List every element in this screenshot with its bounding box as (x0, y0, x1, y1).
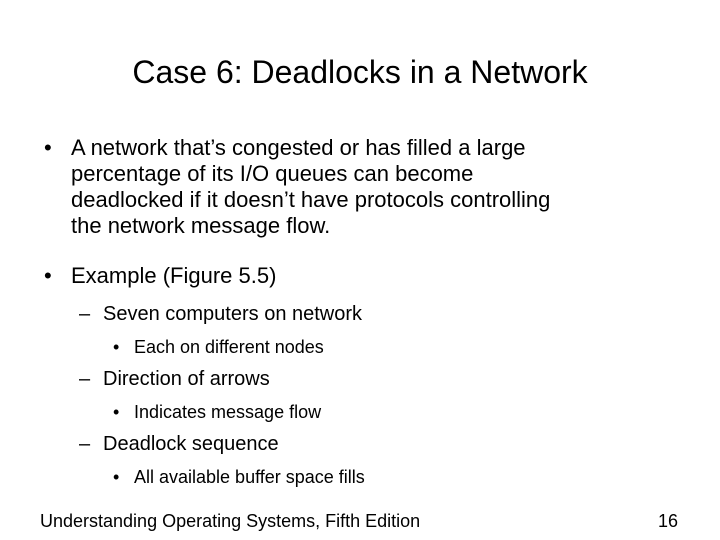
slide-title: Case 6: Deadlocks in a Network (132, 54, 588, 90)
bullet-marker: • (44, 263, 52, 288)
bullet-line: Example (Figure 5.5) (71, 263, 277, 288)
sub-bullet-dash: – (79, 368, 91, 390)
sub-bullet-deadlock-sequence: Deadlock sequence (103, 433, 279, 455)
detail-buffer-space: All available buffer space fills (134, 467, 365, 487)
bullet-marker: • (44, 135, 52, 160)
sub-sub-bullet-marker: • (113, 467, 120, 487)
sub-bullet-direction-arrows: Direction of arrows (103, 368, 270, 390)
bullet-line: percentage of its I/O queues can become (71, 161, 474, 186)
bullet-network-congestion: A network that’s congested or has filled… (71, 135, 671, 239)
sub-sub-bullet-marker: • (113, 402, 120, 422)
sub-sub-bullet-marker: • (113, 337, 120, 357)
bullet-line: deadlocked if it doesn’t have protocols … (71, 187, 551, 212)
detail-different-nodes: Each on different nodes (134, 337, 324, 357)
detail-message-flow: Indicates message flow (134, 402, 322, 422)
bullet-line: the network message flow. (71, 213, 331, 238)
footer-book-title: Understanding Operating Systems, Fifth E… (40, 511, 421, 531)
sub-bullet-dash: – (79, 303, 91, 325)
footer-page-number: 16 (657, 511, 678, 531)
bullet-line: A network that’s congested or has filled… (71, 135, 526, 160)
bullet-example: Example (Figure 5.5) (71, 263, 671, 289)
sub-bullet-seven-computers: Seven computers on network (103, 303, 363, 325)
sub-bullet-dash: – (79, 433, 91, 455)
